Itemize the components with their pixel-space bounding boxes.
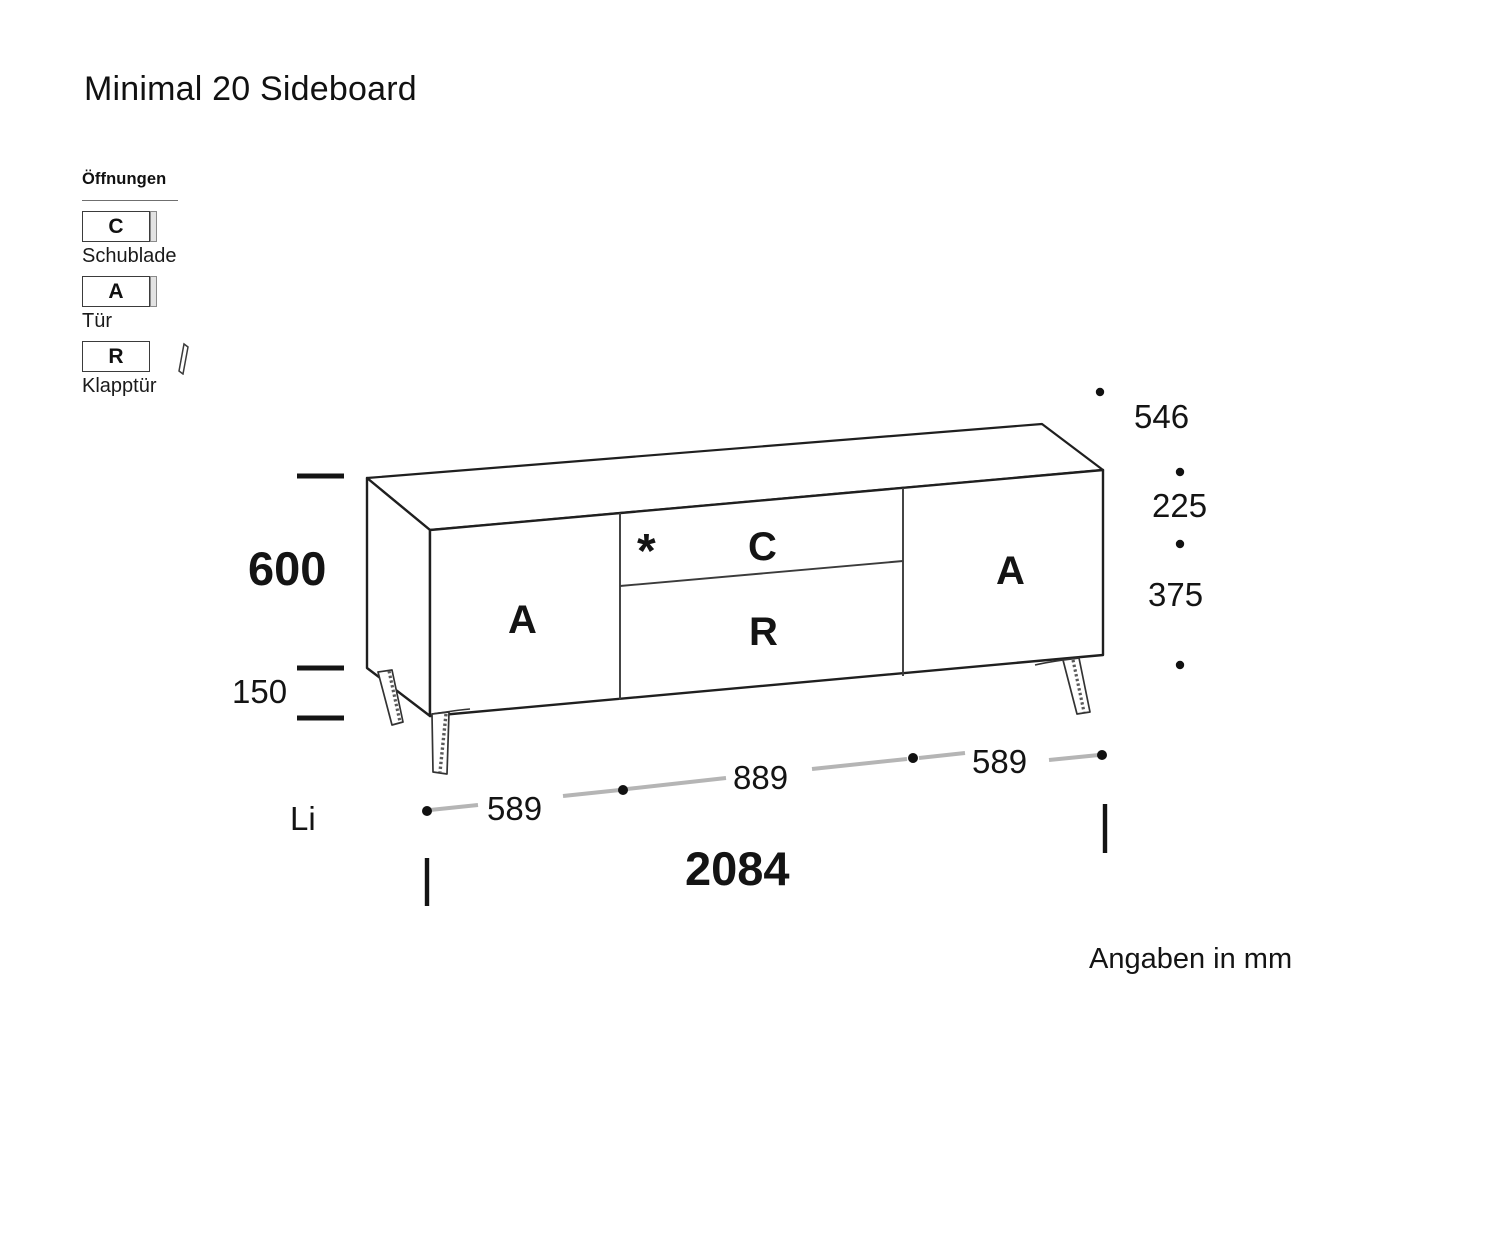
dim-dot-mid-2 bbox=[908, 753, 918, 763]
dimension-door-height: 375 bbox=[1148, 576, 1204, 613]
dimension-segment-right: 589 bbox=[972, 743, 1028, 780]
legend-item-door: A Tür bbox=[82, 274, 302, 332]
leg-rear-left bbox=[377, 669, 404, 726]
dimension-total-width: 2084 bbox=[685, 842, 790, 895]
drawer-icon: C bbox=[82, 209, 192, 245]
flap-door-icon: R bbox=[82, 339, 192, 375]
legend-label-drawer: Schublade bbox=[82, 245, 177, 267]
legend-item-flap-door: R Klapptür bbox=[82, 339, 302, 397]
door-handle-icon bbox=[150, 276, 157, 307]
width-dimension-chain bbox=[422, 750, 1108, 906]
panel-code-flap-door: R bbox=[749, 610, 778, 654]
panel-marker-drawer: * bbox=[637, 525, 656, 578]
dimline-seg2-b bbox=[811, 757, 908, 771]
leg-front-left bbox=[431, 708, 471, 775]
cabinet-front-face bbox=[428, 468, 1105, 718]
legend-title: Öffnungen bbox=[82, 170, 167, 188]
drawer-handle-icon bbox=[150, 211, 157, 242]
legend-label-door: Tür bbox=[82, 310, 112, 332]
dimline-seg1-b bbox=[562, 788, 621, 798]
dimension-total-height: 600 bbox=[248, 542, 327, 595]
left-dimension-ticks bbox=[297, 473, 344, 721]
dimline-seg1-a bbox=[429, 803, 479, 812]
dot-depth-top bbox=[1095, 387, 1105, 397]
legend-openings: Öffnungen C Schublade A Tür R bbox=[82, 170, 302, 404]
leg-front-right bbox=[1034, 657, 1091, 715]
panel-code-right-door: A bbox=[996, 549, 1025, 593]
flap-door-icon-box: R bbox=[82, 341, 150, 372]
unit-note: Angaben in mm bbox=[1089, 943, 1293, 975]
dot-door-bot bbox=[1175, 660, 1185, 670]
door-icon-code: A bbox=[108, 280, 124, 303]
dim-dot-start bbox=[422, 806, 432, 816]
page-title: Minimal 20 Sideboard bbox=[84, 70, 417, 108]
right-dimension-dots bbox=[1095, 387, 1185, 670]
flap-door-icon-code: R bbox=[108, 345, 124, 368]
flap-swing-icon bbox=[178, 342, 189, 375]
dim-dot-end bbox=[1097, 750, 1107, 760]
dimension-plinth-height: 150 bbox=[232, 673, 288, 710]
divider-drawer-flap bbox=[619, 560, 904, 587]
legend-divider bbox=[82, 200, 178, 201]
panel-code-left-door: A bbox=[508, 598, 537, 642]
panel-code-drawer: C bbox=[748, 525, 777, 569]
dot-drawer-top bbox=[1175, 467, 1185, 477]
dimension-segment-middle: 889 bbox=[733, 759, 789, 796]
dot-drawer-bot bbox=[1175, 539, 1185, 549]
dimension-depth: 546 bbox=[1134, 398, 1190, 435]
drawer-icon-code: C bbox=[108, 215, 124, 238]
dim-dot-mid-1 bbox=[618, 785, 628, 795]
cabinet-legs bbox=[377, 657, 1091, 775]
cabinet-body bbox=[365, 422, 1105, 718]
legend-item-drawer: C Schublade bbox=[82, 209, 302, 267]
dimension-drawer-height: 225 bbox=[1152, 487, 1208, 524]
door-icon: A bbox=[82, 274, 192, 310]
dimline-seg3-a bbox=[918, 751, 966, 760]
legend-label-flap-door: Klapptür bbox=[82, 375, 157, 397]
drawer-icon-box: C bbox=[82, 211, 150, 242]
door-icon-box: A bbox=[82, 276, 150, 307]
dimline-seg2-a bbox=[626, 776, 727, 791]
dimline-seg3-b bbox=[1048, 753, 1100, 762]
orientation-label: Li bbox=[290, 800, 316, 837]
dimension-segment-left: 589 bbox=[487, 790, 543, 827]
